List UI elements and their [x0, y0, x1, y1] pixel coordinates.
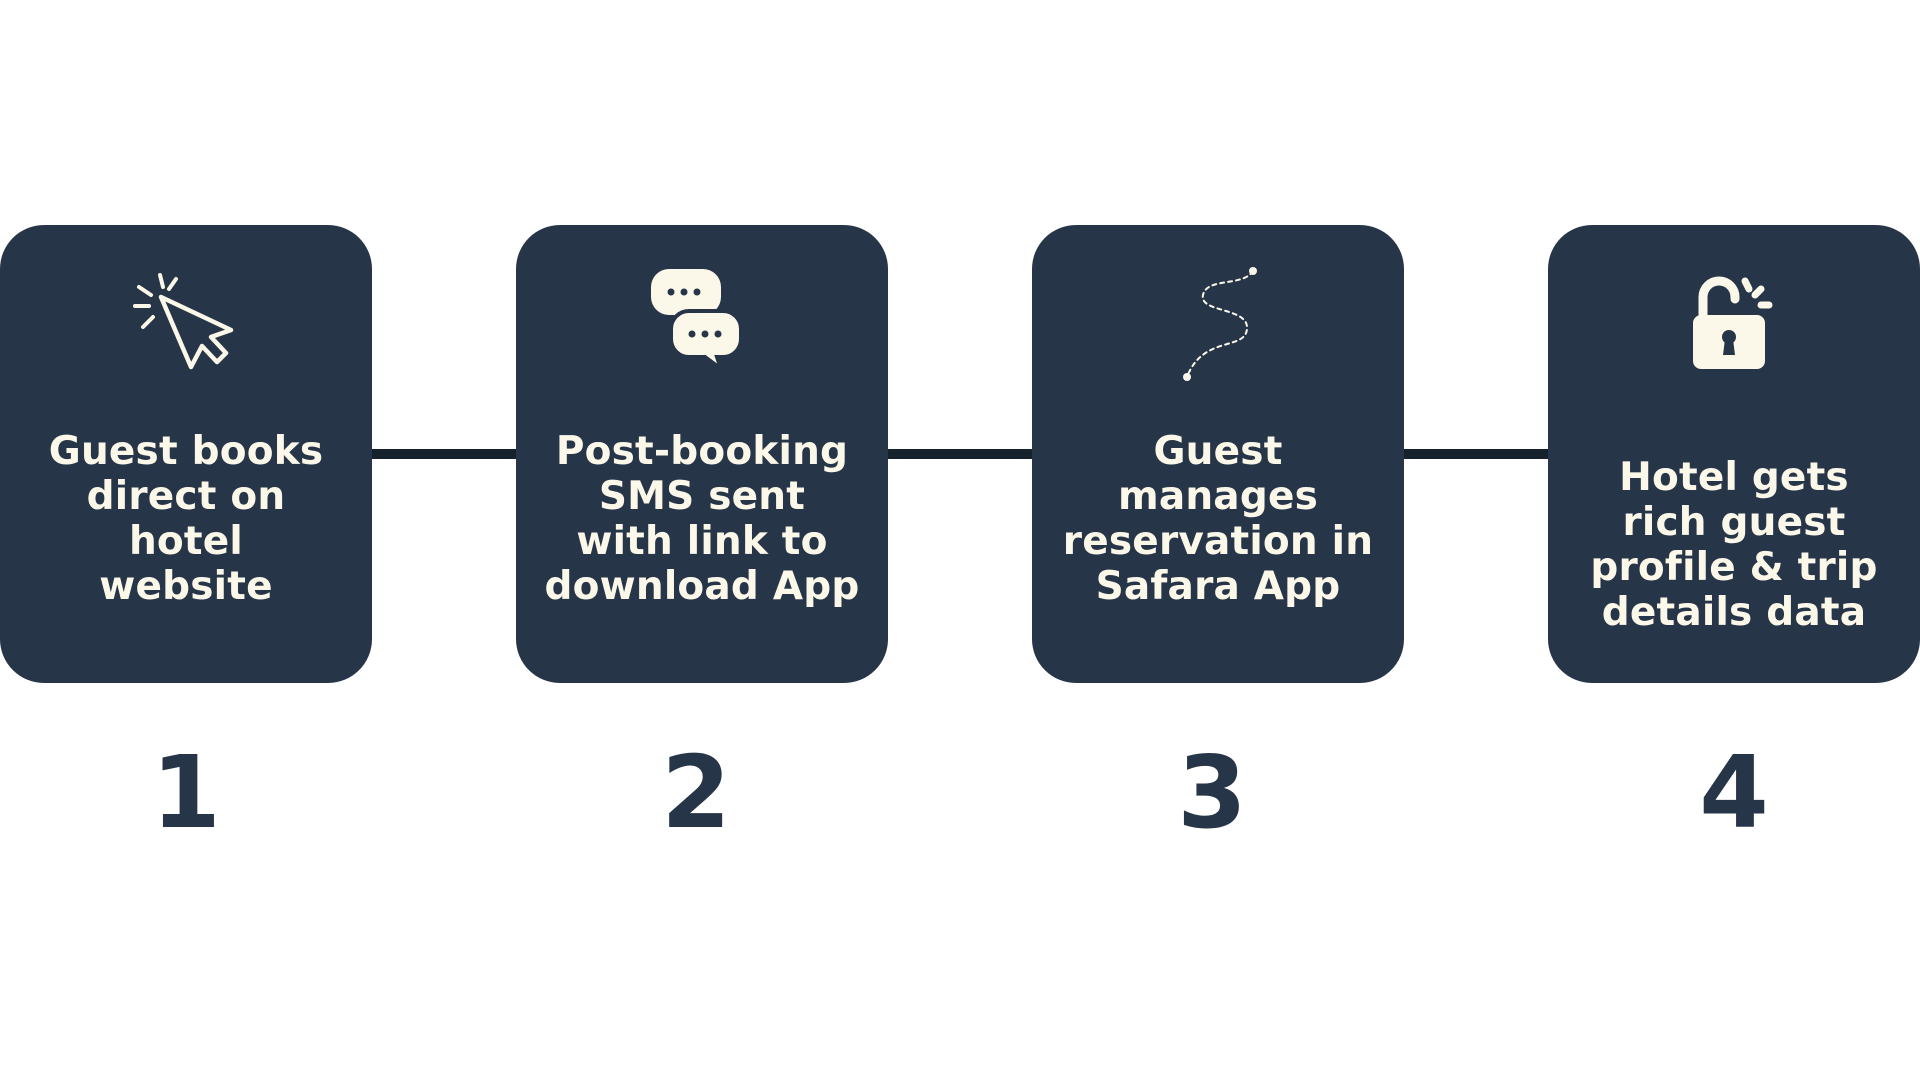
cursor-click-icon [0, 267, 372, 377]
unlock-icon [1548, 267, 1920, 377]
step-card-4: Hotel gets rich guest profile & trip det… [1548, 225, 1920, 683]
step-2-text: Post-booking SMS sent with link to downl… [544, 429, 860, 609]
step-1-text: Guest books direct on hotel website [48, 429, 324, 609]
connector-1-2 [372, 449, 516, 459]
connector-2-3 [888, 449, 1032, 459]
connector-3-4 [1404, 449, 1548, 459]
chat-bubbles-icon [516, 265, 888, 375]
step-number-3: 3 [1177, 734, 1247, 851]
step-card-3: Guest manages reservation in Safara App [1032, 225, 1404, 683]
step-4-text: Hotel gets rich guest profile & trip det… [1590, 455, 1878, 635]
step-3-text: Guest manages reservation in Safara App [1062, 429, 1374, 609]
step-card-1: Guest books direct on hotel website [0, 225, 372, 683]
step-number-4: 4 [1699, 734, 1769, 851]
step-card-2: Post-booking SMS sent with link to downl… [516, 225, 888, 683]
step-number-1: 1 [151, 734, 221, 851]
dotted-path-icon [1032, 265, 1404, 385]
step-number-2: 2 [661, 734, 731, 851]
